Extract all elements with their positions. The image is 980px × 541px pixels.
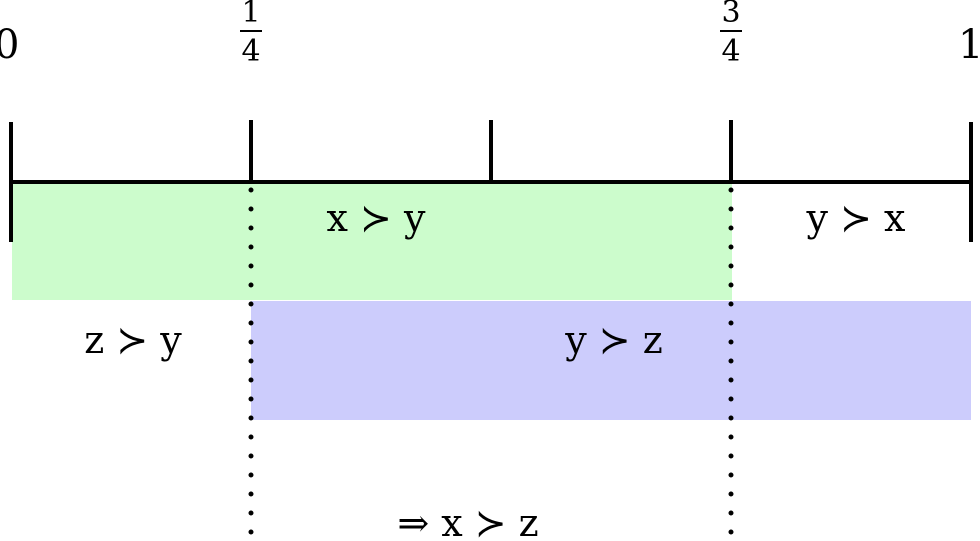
label-y-over-x: y ≻ x [806, 196, 906, 240]
green-band-x-over-y [12, 182, 732, 300]
axis-label-quarter-numerator: 1 [241, 0, 260, 30]
axis-label-quarter-denominator: 4 [241, 34, 260, 69]
label-x-over-y: x ≻ y [327, 196, 426, 240]
number-line [9, 120, 973, 242]
conclusion-x-over-z: ⇒ x ≻ z [397, 501, 538, 541]
axis-label-three-quarter-denominator: 4 [721, 34, 740, 69]
axis-label-three-quarter-numerator: 3 [721, 0, 740, 30]
axis-label-0: 0 [0, 22, 19, 68]
axis-label-1: 1 [958, 22, 980, 68]
label-z-over-y: z ≻ y [84, 318, 182, 362]
blue-band-y-over-z [251, 301, 971, 420]
label-y-over-z: y ≻ z [564, 318, 663, 362]
